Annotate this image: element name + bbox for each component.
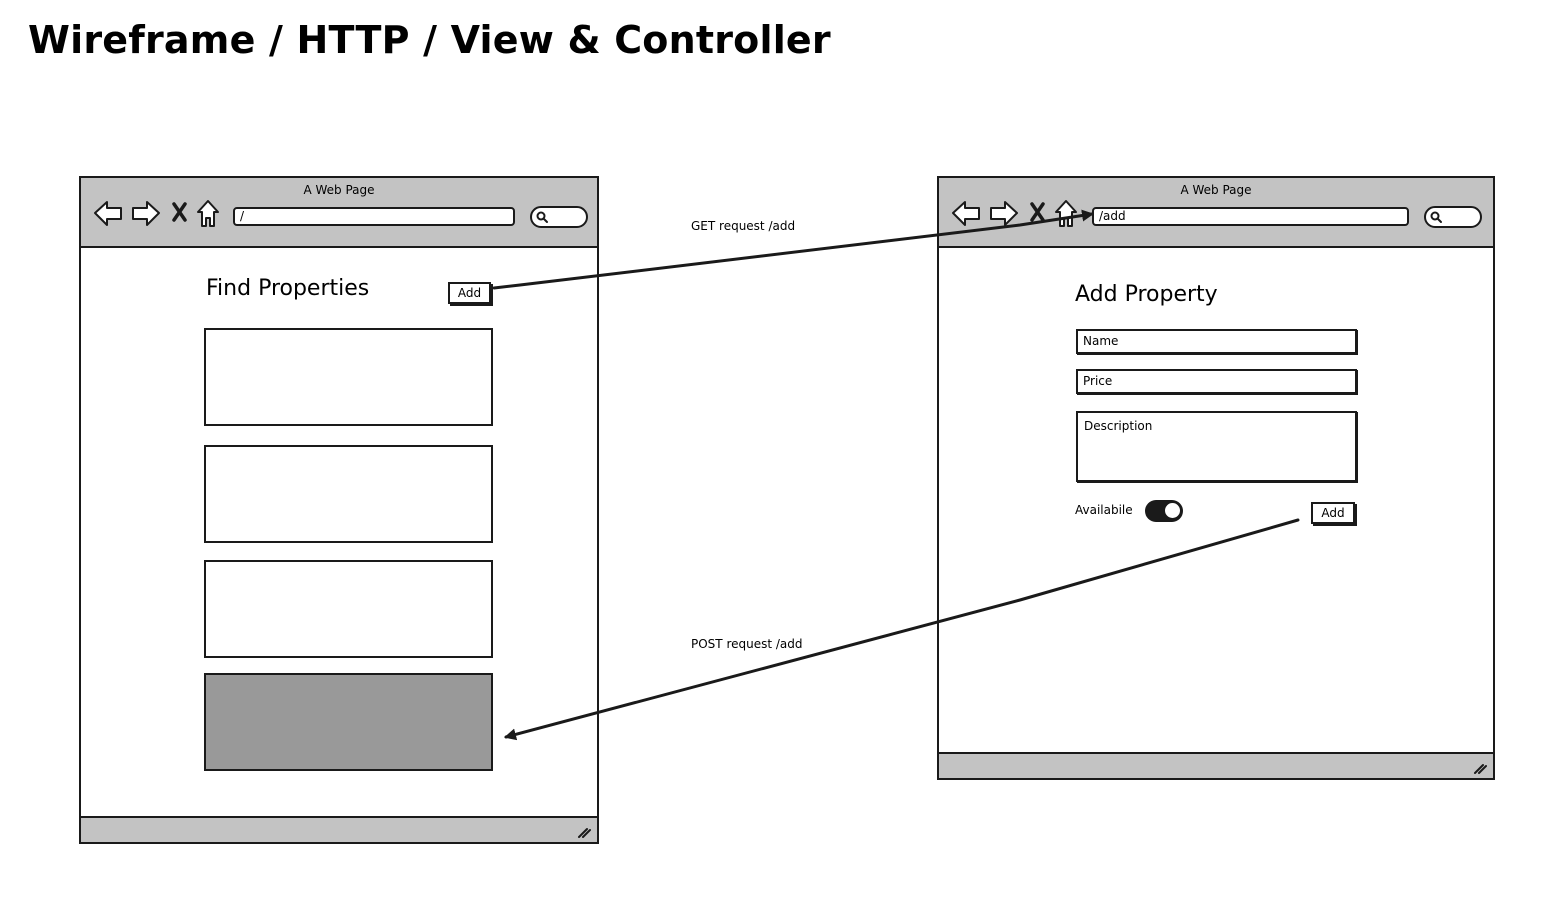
resize-grip-icon[interactable]	[577, 826, 591, 838]
window-title: A Web Page	[303, 183, 375, 197]
home-icon[interactable]	[1055, 200, 1077, 227]
property-card[interactable]	[204, 328, 493, 426]
search-field[interactable]	[530, 206, 588, 228]
browser-toolbar: A Web Page /	[81, 178, 597, 248]
url-bar[interactable]: /add	[1092, 207, 1409, 226]
description-field[interactable]: Description	[1076, 411, 1357, 482]
browser-window-add-property: A Web Page /add	[937, 176, 1495, 780]
search-field[interactable]	[1424, 206, 1482, 228]
browser-window-find-properties: A Web Page /	[79, 176, 599, 844]
availability-toggle[interactable]	[1145, 500, 1183, 522]
close-icon[interactable]	[1030, 202, 1045, 222]
nav-icons	[93, 198, 228, 232]
add-property-button[interactable]: Add	[1311, 502, 1355, 524]
property-card-new[interactable]	[204, 673, 493, 771]
get-request-label: GET request /add	[691, 219, 796, 233]
page-heading: Add Property	[1075, 282, 1218, 307]
forward-arrow-icon[interactable]	[132, 201, 160, 226]
post-request-label: POST request /add	[691, 637, 803, 651]
search-icon	[536, 211, 548, 223]
page-heading: Find Properties	[206, 276, 370, 301]
url-bar[interactable]: /	[233, 207, 515, 226]
name-field[interactable]: Name	[1076, 329, 1357, 354]
availability-label: Availabile	[1075, 503, 1133, 517]
close-icon[interactable]	[172, 202, 187, 222]
forward-arrow-icon[interactable]	[990, 201, 1018, 226]
home-icon[interactable]	[197, 200, 219, 227]
back-arrow-icon[interactable]	[94, 201, 122, 226]
search-icon	[1430, 211, 1442, 223]
nav-icons	[951, 198, 1086, 232]
window-title: A Web Page	[1180, 183, 1252, 197]
browser-statusbar	[81, 816, 597, 842]
price-field[interactable]: Price	[1076, 369, 1357, 394]
property-card[interactable]	[204, 560, 493, 658]
browser-toolbar: A Web Page /add	[939, 178, 1493, 248]
resize-grip-icon[interactable]	[1473, 762, 1487, 774]
back-arrow-icon[interactable]	[952, 201, 980, 226]
browser-statusbar	[939, 752, 1493, 778]
page-title: Wireframe / HTTP / View & Controller	[28, 18, 831, 62]
property-card[interactable]	[204, 445, 493, 543]
toggle-knob	[1164, 502, 1181, 519]
add-button[interactable]: Add	[448, 282, 491, 304]
